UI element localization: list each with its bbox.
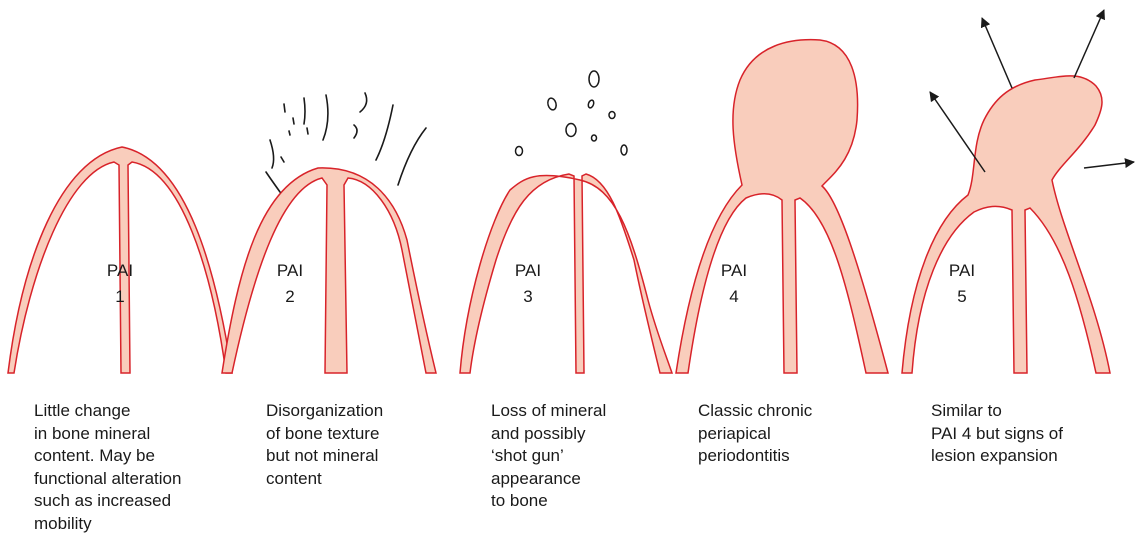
pai-2-caption: Disorganization of bone texture but not … (266, 400, 383, 490)
pai-5-lesion-outline (902, 76, 1110, 373)
pai-3-shotgun-dots (516, 71, 628, 156)
pai-1-label: PAI (107, 261, 133, 280)
arrow-up-left-icon (982, 18, 1012, 88)
pai-3-label: PAI (515, 261, 541, 280)
pai-4-label: PAI (721, 261, 747, 280)
pai-1-tooth (8, 147, 232, 373)
pai-4-tooth (676, 40, 888, 373)
arrow-right-icon (1084, 162, 1134, 168)
pai-2-label: PAI (277, 261, 303, 280)
pai-5-tooth (902, 76, 1110, 373)
pai-3-number: 3 (523, 287, 532, 306)
pai-3-caption: Loss of mineral and possibly ‘shot gun’ … (491, 400, 606, 513)
pai-5-label: PAI (949, 261, 975, 280)
pai-2-tooth (222, 168, 436, 373)
pai-1-lamina-dura (8, 147, 232, 373)
pai-5-number: 5 (957, 287, 966, 306)
pai-2-number: 2 (285, 287, 294, 306)
pai-3-tooth (460, 174, 672, 373)
pai-4-lesion-outline (676, 40, 888, 373)
pai-5-caption: Similar to PAI 4 but signs of lesion exp… (931, 400, 1063, 468)
pai-3-lamina-dura (460, 174, 672, 373)
pai-2-lamina-dura (222, 168, 436, 373)
pai-4-number: 4 (729, 287, 738, 306)
arrow-up-right-icon (1074, 10, 1104, 78)
arrow-left-icon (930, 92, 985, 172)
pai-4-caption: Classic chronic periapical periodontitis (698, 400, 812, 468)
pai-1-caption: Little change in bone mineral content. M… (34, 400, 181, 535)
pai-1-number: 1 (115, 287, 124, 306)
